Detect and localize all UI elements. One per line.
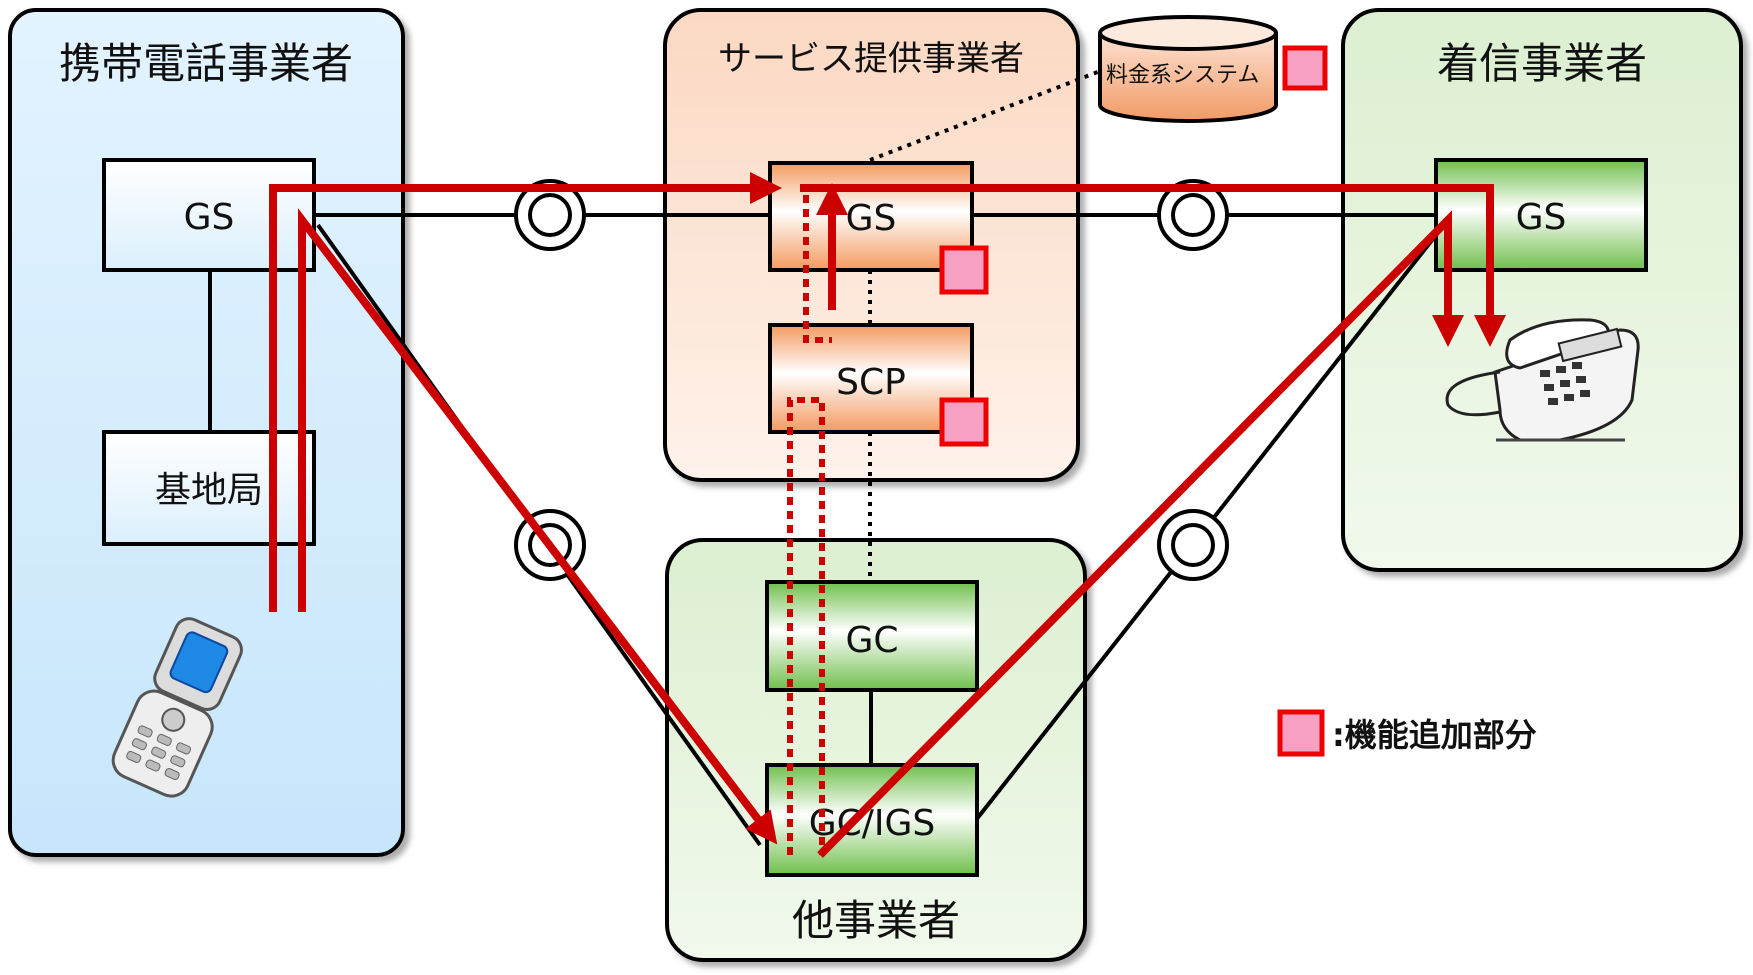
node-label-service-gs: GS xyxy=(846,198,897,239)
node-label-gc-igs: GC/IGS xyxy=(809,803,936,844)
legend-label: :機能追加部分 xyxy=(1332,716,1537,754)
region-title-terminating-carrier: 着信事業者 xyxy=(1437,39,1647,88)
route-gc-igs-to-phone xyxy=(817,210,1464,858)
desk-telephone-icon xyxy=(1445,318,1640,442)
signal-route-scp-gc-igs xyxy=(787,397,825,855)
signal-link-gs-billing xyxy=(869,66,1109,162)
signaling-routes xyxy=(787,195,832,855)
interconnect-ring xyxy=(514,179,586,251)
node-label-base-station: 基地局 xyxy=(155,470,263,511)
added-function-marker xyxy=(939,397,989,447)
node-terminating-gs: GS xyxy=(1434,158,1648,272)
interconnect-ring xyxy=(1157,509,1229,581)
node-gc-igs: GC/IGS xyxy=(765,763,979,877)
region-title-other-carrier: 他事業者 xyxy=(792,896,960,945)
node-label-scp: SCP xyxy=(836,362,906,403)
node-scp: SCP xyxy=(768,323,989,447)
billing-database-icon: 料金系システム xyxy=(1098,15,1328,123)
interconnection-points xyxy=(514,179,1229,581)
signaling-links xyxy=(868,66,1109,582)
node-base-station: 基地局 xyxy=(102,430,316,546)
billing-system-label: 料金系システム xyxy=(1106,63,1259,88)
route-mobile-to-service-gs xyxy=(269,172,782,612)
added-function-marker xyxy=(1282,45,1328,91)
legend: :機能追加部分 xyxy=(1277,709,1537,757)
signal-route-gs-scp xyxy=(803,195,832,343)
node-label-mobile-gs: GS xyxy=(184,197,235,238)
route-mobile-to-gc-igs xyxy=(298,208,778,845)
call-routes xyxy=(269,172,1506,858)
node-label-gc: GC xyxy=(845,620,898,661)
node-mobile-gs: GS xyxy=(102,158,316,272)
legend-added-function-swatch xyxy=(1277,709,1325,757)
route-service-gs-to-phone xyxy=(800,184,1506,347)
node-gc: GC xyxy=(765,580,979,692)
mobile-phone-icon xyxy=(111,617,243,798)
region-title-mobile-carrier: 携帯電話事業者 xyxy=(59,39,353,88)
node-label-terminating-gs: GS xyxy=(1516,197,1567,238)
interconnect-ring xyxy=(1157,179,1229,251)
added-function-marker xyxy=(939,245,989,295)
region-title-service-provider: サービス提供事業者 xyxy=(718,39,1024,79)
region-terminating-carrier: 着信事業者 xyxy=(1341,8,1743,572)
